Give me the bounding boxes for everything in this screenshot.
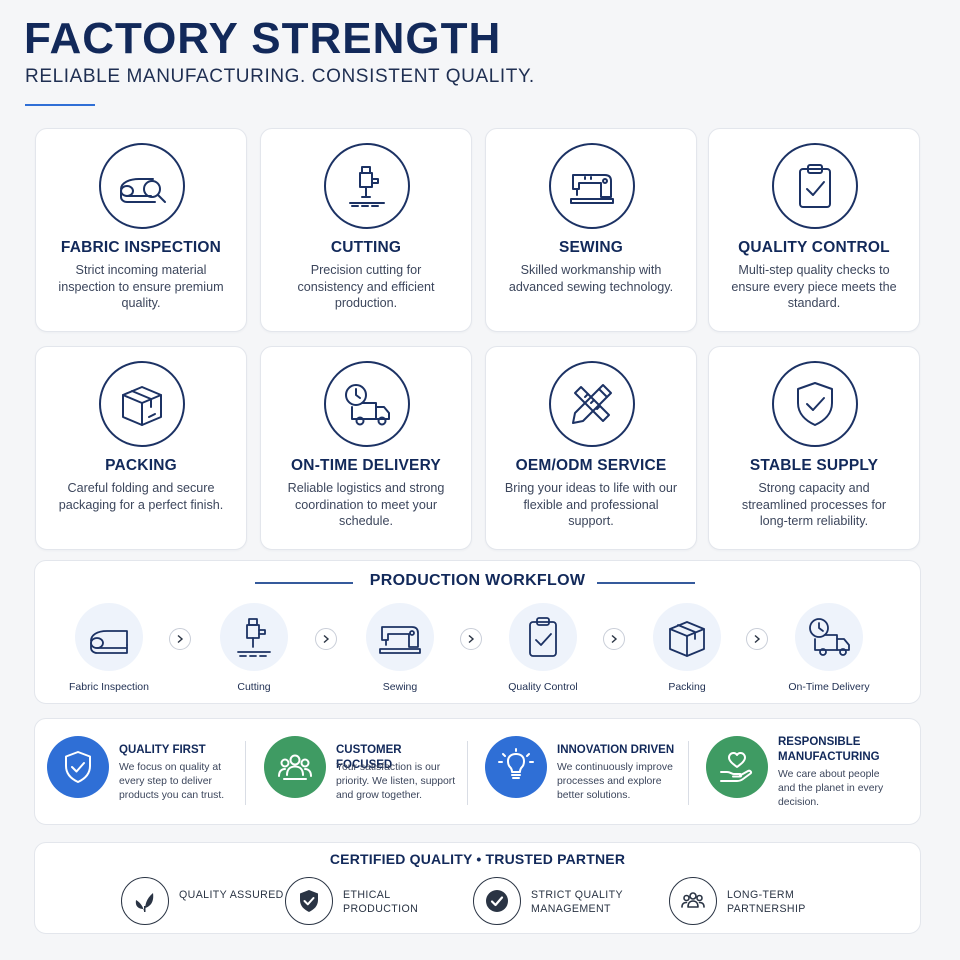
card-description: Reliable logistics and strong coordinati… (287, 481, 445, 529)
box-icon (99, 361, 185, 447)
card-cutting: CUTTING Precision cutting for consistenc… (260, 128, 472, 332)
shield-check-icon (285, 877, 333, 925)
clipboard-check-icon (509, 603, 577, 671)
heart-hand-icon (706, 736, 768, 798)
card-title: PACKING (105, 457, 177, 474)
workflow-step: Fabric Inspection (39, 603, 179, 693)
badge-label: QUALITY ASSURED (179, 889, 284, 901)
card-title: FABRIC INSPECTION (60, 239, 222, 256)
cutting-machine-icon (220, 603, 288, 671)
sewing-machine-icon (366, 603, 434, 671)
people-icon (669, 877, 717, 925)
value-quality-first: QUALITY FIRST We focus on quality at eve… (47, 719, 247, 826)
cutting-machine-icon (324, 143, 410, 229)
divider (688, 741, 689, 805)
divider (245, 741, 246, 805)
box-icon (653, 603, 721, 671)
value-description: Your satisfaction is our priority. We li… (336, 762, 456, 801)
card-sewing: SEWING Skilled workmanship with advanced… (485, 128, 697, 332)
chevron-right-icon (315, 628, 337, 650)
chevron-right-icon (460, 628, 482, 650)
card-description: Strict incoming material inspection to e… (58, 263, 224, 311)
value-title: INNOVATION DRIVEN (557, 744, 675, 756)
badge-long-term-partnership: LONG-TERM PARTNERSHIP (669, 877, 859, 927)
value-title: CUSTOMER FOCUSED (336, 744, 402, 771)
badge-label: LONG-TERM PARTNERSHIP (727, 889, 806, 915)
card-title: SEWING (558, 239, 624, 256)
card-fabric-inspection: FABRIC INSPECTION Strict incoming materi… (35, 128, 247, 332)
value-responsible-manufacturing: RESPONSIBLE MANUFACTURING We care about … (706, 719, 916, 826)
badge-ethical-production: ETHICAL PRODUCTION (285, 877, 455, 927)
card-description: Precision cutting for consistency and ef… (297, 263, 435, 311)
production-workflow: PRODUCTION WORKFLOW Fabric Inspection (34, 560, 921, 704)
workflow-step-label: On-Time Delivery (788, 681, 870, 693)
card-quality-control: QUALITY CONTROL Multi-step quality check… (708, 128, 920, 332)
workflow-step-label: Packing (668, 681, 706, 693)
workflow-step: Packing (617, 603, 757, 693)
card-description: Multi-step quality checks to ensure ever… (731, 263, 897, 311)
card-title: QUALITY CONTROL (738, 239, 890, 256)
card-title: CUTTING (330, 239, 402, 256)
value-description: We care about people and the planet in e… (778, 769, 884, 808)
value-description: We continuously improve processes and ex… (557, 762, 673, 801)
value-title: QUALITY FIRST (119, 744, 206, 756)
workflow-step: Sewing (330, 603, 470, 693)
chevron-right-icon (746, 628, 768, 650)
value-customer-focused: CUSTOMER FOCUSED Your satisfaction is ou… (264, 719, 464, 826)
value-innovation-driven: INNOVATION DRIVEN We continuously improv… (485, 719, 685, 826)
badge-label: STRICT QUALITY MANAGEMENT (531, 889, 623, 915)
card-stable-supply: STABLE SUPPLY Strong capacity and stream… (708, 346, 920, 550)
workflow-step: Cutting (184, 603, 324, 693)
card-oem-odm-service: OEM/ODM SERVICE Bring your ideas to life… (485, 346, 697, 550)
title-underline (25, 104, 95, 106)
fabric-inspection-icon (99, 143, 185, 229)
company-values: QUALITY FIRST We focus on quality at eve… (34, 718, 921, 825)
delivery-truck-icon (795, 603, 863, 671)
card-title: OEM/ODM SERVICE (515, 457, 667, 474)
value-title: RESPONSIBLE MANUFACTURING (778, 736, 880, 763)
card-description: Strong capacity and streamlined processe… (741, 481, 887, 529)
page-title: FACTORY STRENGTH (24, 14, 502, 63)
clipboard-check-icon (772, 143, 858, 229)
card-title: ON-TIME DELIVERY (291, 457, 441, 474)
card-title: STABLE SUPPLY (749, 457, 879, 474)
badge-quality-assured: QUALITY ASSURED (121, 877, 291, 927)
chevron-right-icon (603, 628, 625, 650)
divider-line (597, 582, 695, 584)
card-packing: PACKING Careful folding and secure packa… (35, 346, 247, 550)
workflow-step: On-Time Delivery (759, 603, 899, 693)
chevron-right-icon (169, 628, 191, 650)
certified-title: CERTIFIED QUALITY • TRUSTED PARTNER (329, 851, 626, 867)
workflow-title: PRODUCTION WORKFLOW (369, 572, 586, 589)
check-circle-icon (473, 877, 521, 925)
leaf-icon (121, 877, 169, 925)
divider (467, 741, 468, 805)
divider-line (255, 582, 353, 584)
workflow-step: Quality Control (473, 603, 613, 693)
sewing-machine-icon (549, 143, 635, 229)
card-description: Bring your ideas to life with our flexib… (504, 481, 678, 529)
fabric-roll-icon (75, 603, 143, 671)
delivery-truck-icon (324, 361, 410, 447)
value-description: We focus on quality at every step to del… (119, 762, 225, 801)
pencil-ruler-icon (549, 361, 635, 447)
shield-check-icon (772, 361, 858, 447)
badge-strict-quality-management: STRICT QUALITY MANAGEMENT (473, 877, 663, 927)
card-on-time-delivery: ON-TIME DELIVERY Reliable logistics and … (260, 346, 472, 550)
workflow-step-label: Fabric Inspection (69, 681, 149, 693)
certified-quality: CERTIFIED QUALITY • TRUSTED PARTNER QUAL… (34, 842, 921, 934)
workflow-step-label: Cutting (237, 681, 271, 693)
badge-label: ETHICAL PRODUCTION (343, 889, 419, 915)
lightbulb-icon (485, 736, 547, 798)
workflow-step-label: Quality Control (508, 681, 578, 693)
workflow-step-label: Sewing (382, 681, 418, 693)
shield-check-icon (47, 736, 109, 798)
people-icon (264, 736, 326, 798)
card-description: Skilled workmanship with advanced sewing… (508, 263, 674, 294)
page-subtitle: RELIABLE MANUFACTURING. CONSISTENT QUALI… (25, 66, 535, 87)
card-description: Careful folding and secure packaging for… (58, 481, 224, 512)
